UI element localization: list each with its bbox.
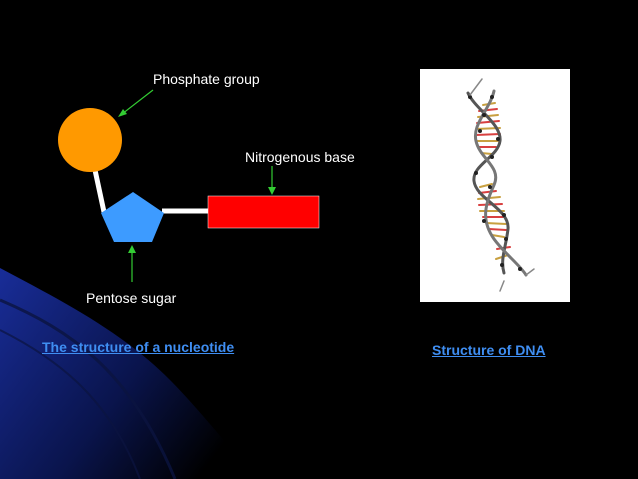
nitrogenous-base-rect [207, 195, 320, 229]
dna-helix-icon [466, 78, 535, 292]
pentose-sugar-pentagon [101, 192, 164, 242]
pentose-sugar-label: Pentose sugar [86, 290, 177, 306]
nitrogenous-base-label: Nitrogenous base [245, 149, 355, 165]
phosphate-arrow [118, 89, 154, 117]
phosphate-sugar-bond [92, 169, 107, 213]
dna-structure-link[interactable]: Structure of DNA [432, 342, 546, 358]
dna-image [420, 69, 570, 302]
phosphate-circle [58, 108, 122, 172]
base-arrow [268, 166, 276, 195]
phosphate-group-label: Phosphate group [153, 71, 260, 87]
sugar-arrow [128, 245, 136, 282]
nucleotide-structure-link[interactable]: The structure of a nucleotide [42, 339, 235, 355]
